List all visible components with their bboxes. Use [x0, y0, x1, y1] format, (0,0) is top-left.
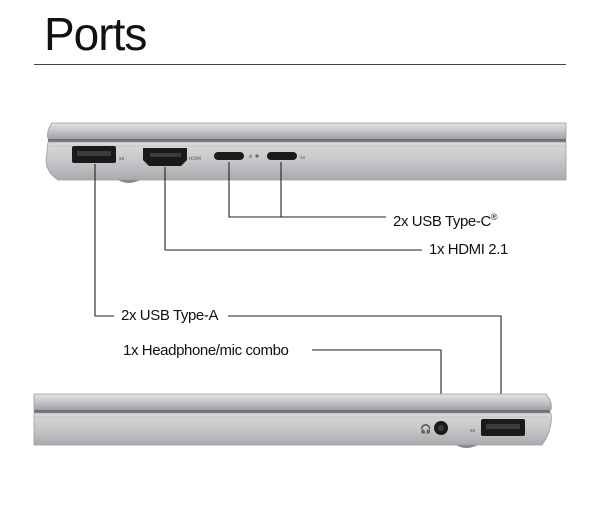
usb-a-callout-label: 2x USB Type-A: [121, 307, 219, 324]
hdmi-callout-label: 1x HDMI 2.1: [429, 241, 508, 258]
usb-c-port-icon: ⚡: [214, 152, 259, 161]
hdmi-port-icon: HDMI: [143, 148, 201, 166]
svg-text:🎧: 🎧: [420, 423, 431, 435]
usb-a-port-icon: ss: [470, 419, 525, 436]
svg-text:HDMI: HDMI: [189, 156, 201, 162]
laptop-right-side: 🎧 ss: [33, 393, 552, 448]
svg-text:ss: ss: [470, 428, 476, 434]
usb-c-port-icon: ss: [267, 152, 306, 161]
svg-text:ss: ss: [119, 156, 125, 162]
headphone-callout-label: 1x Headphone/mic combo: [123, 342, 289, 359]
registered-mark: ®: [490, 212, 498, 222]
usb-c-label-text: 2x USB Type-C: [393, 213, 491, 230]
callout-lines-top: [94, 162, 422, 317]
headphone-jack-icon: 🎧: [420, 421, 448, 435]
usb-a-port-icon: ss: [72, 146, 125, 163]
title-divider: [34, 64, 566, 65]
svg-text:⚡: ⚡: [248, 153, 253, 161]
svg-text:ss: ss: [300, 155, 306, 161]
laptop-left-side: ss HDMI ⚡ ss: [45, 122, 567, 183]
page-title: Ports: [44, 8, 147, 60]
usb-c-callout-label: 2x USB Type-C®: [393, 208, 498, 231]
